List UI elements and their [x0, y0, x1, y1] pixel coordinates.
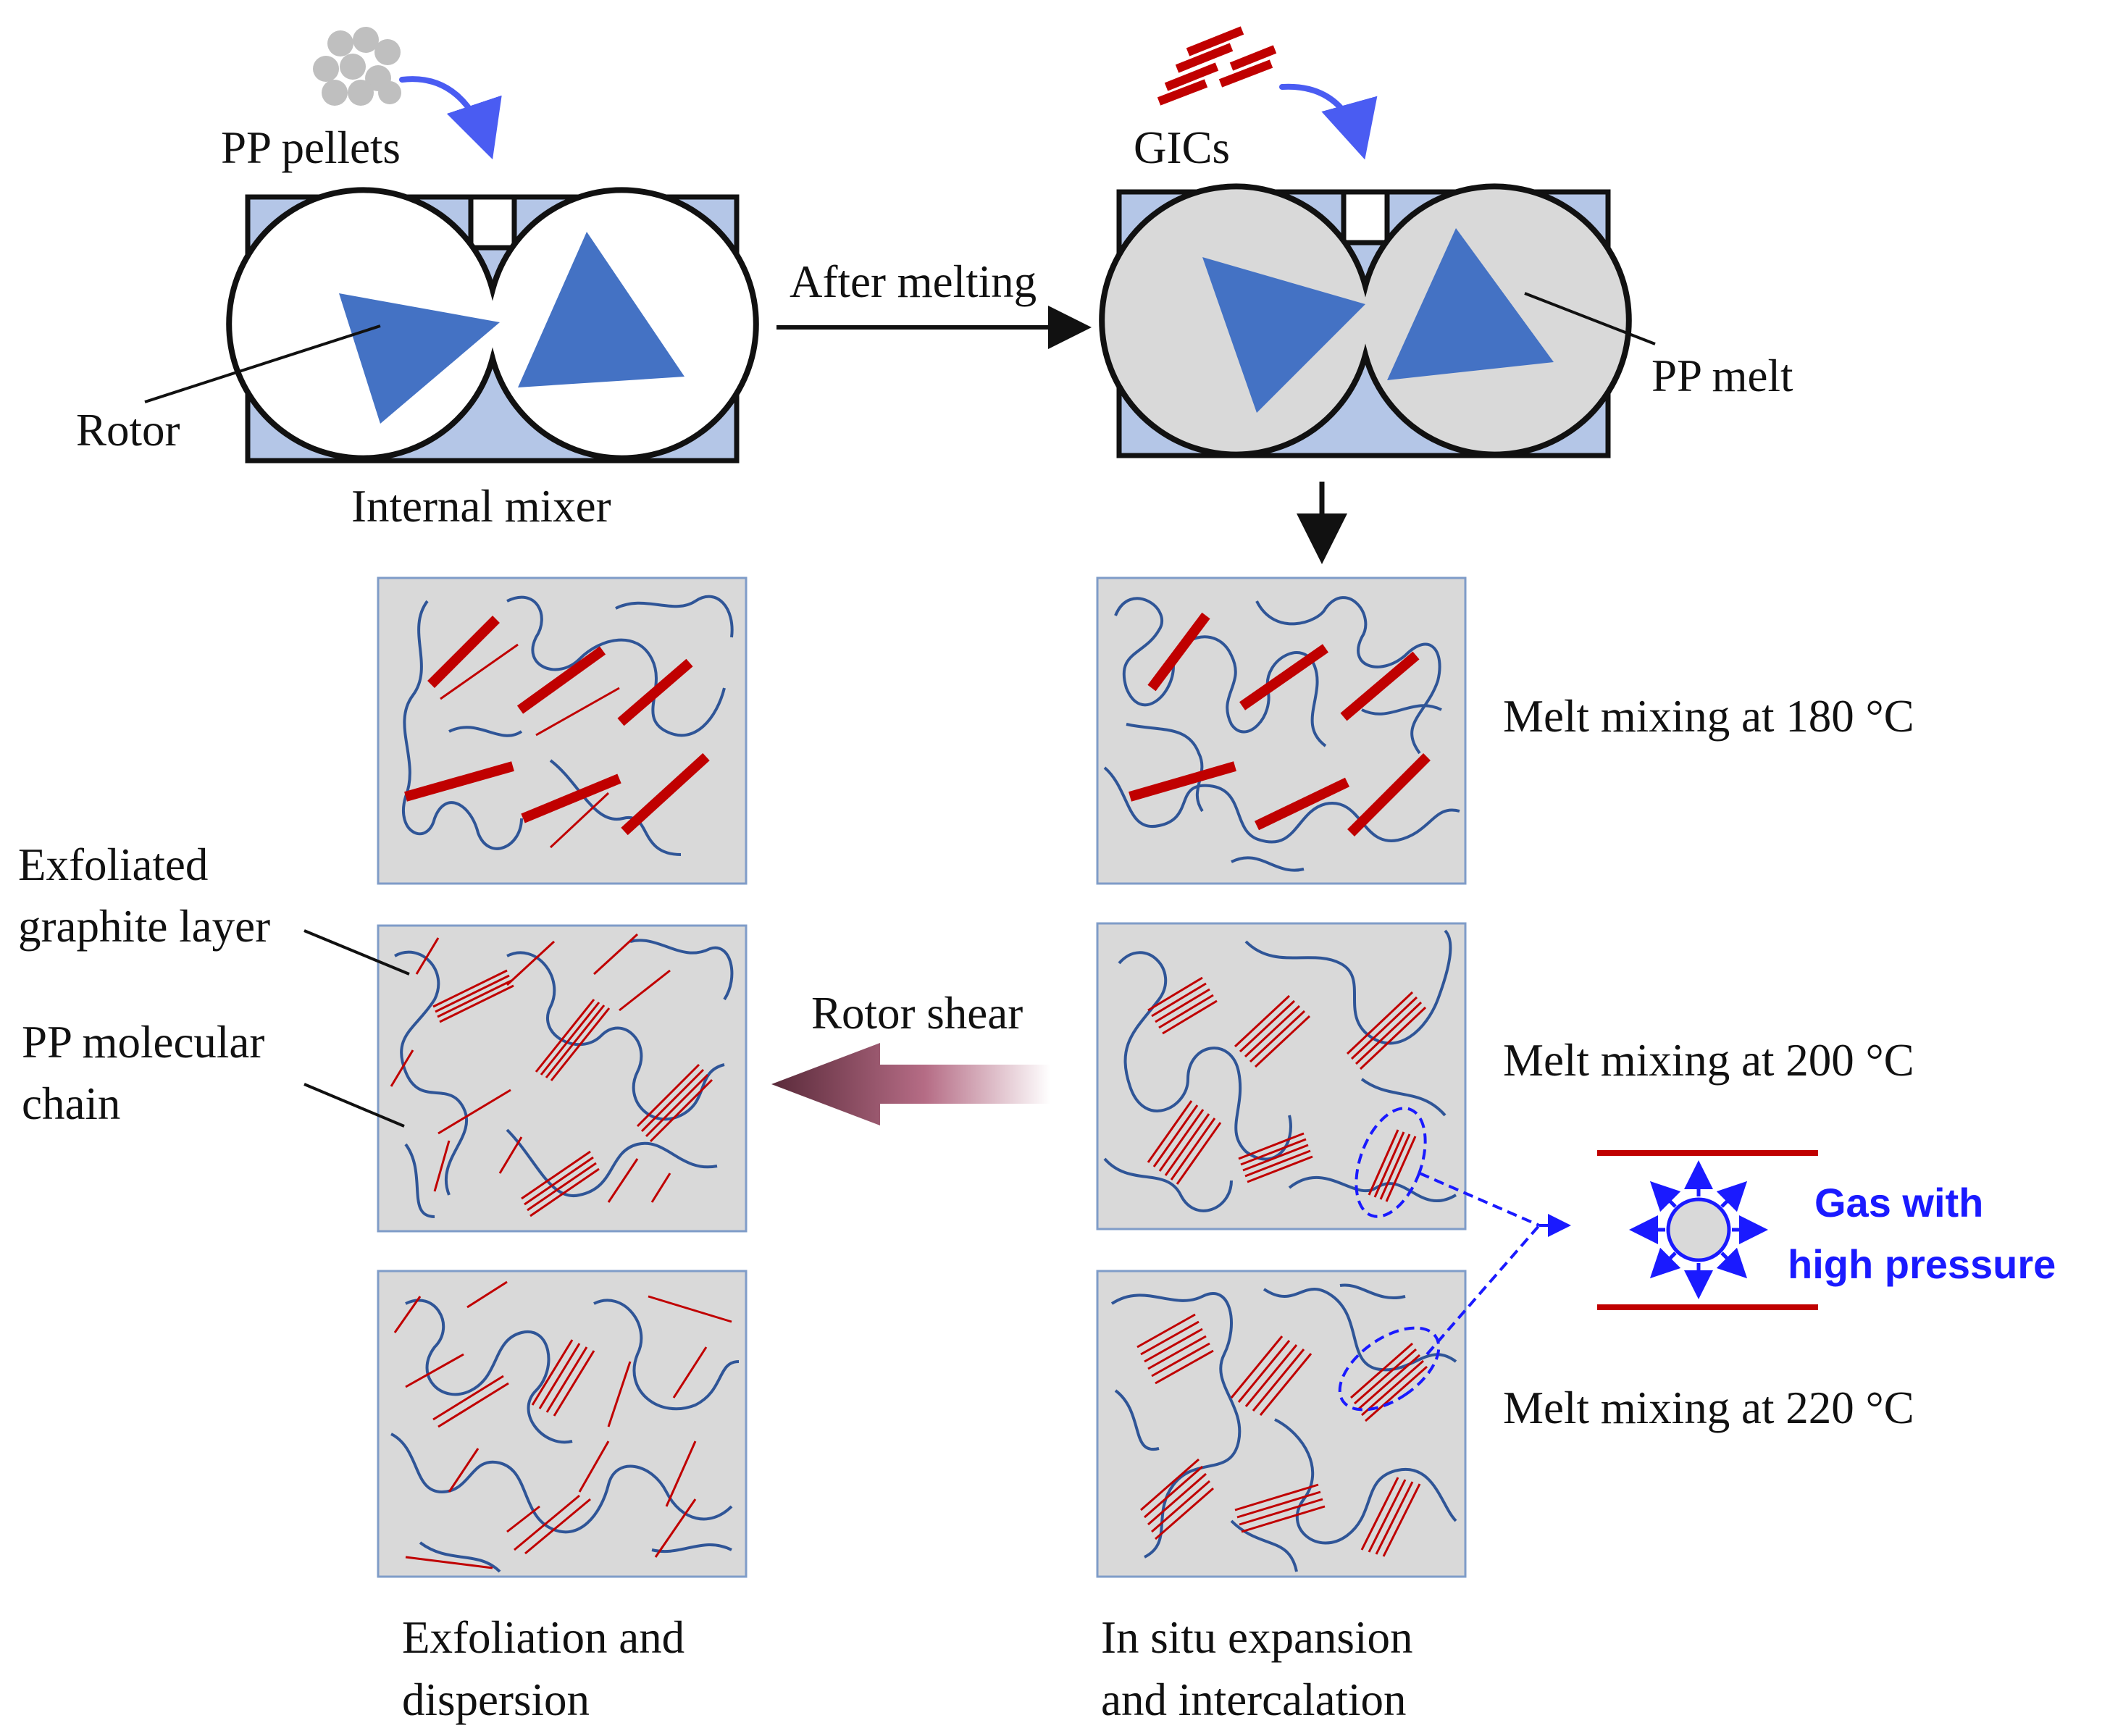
exfoliation-dispersion-line2: dispersion [402, 1674, 590, 1725]
pp-pellets-label: PP pellets [221, 122, 401, 173]
exfoliated-label-line1: Exfoliated [18, 839, 208, 890]
gics-feed-arrow [1279, 83, 1378, 160]
exfoliated-pointer [303, 929, 410, 976]
panel-200 [1096, 922, 1467, 1230]
panel-left-2 [377, 924, 748, 1233]
panel-left-3 [377, 1270, 748, 1578]
internal-mixer-right [1099, 183, 1632, 458]
pp-melt-label: PP melt [1651, 351, 1793, 401]
panel-left-1 [377, 576, 748, 885]
rotor-left-melt-icon [1202, 257, 1365, 413]
rotor-right-melt-icon [1387, 228, 1554, 380]
melt-220-label: Melt mixing at 220 °C [1503, 1383, 1914, 1433]
exfoliated-label-line2: graphite layer [18, 901, 270, 952]
gas-label-line1: Gas with [1814, 1180, 1983, 1225]
exfoliation-dispersion-line1: Exfoliation and [402, 1612, 685, 1663]
pp-chain-pointer [303, 1083, 405, 1128]
gas-bubble-icon [1597, 1150, 1818, 1310]
internal-mixer-left [226, 187, 759, 464]
pellet-feed-arrow [399, 76, 502, 160]
after-melting-label: After melting [790, 256, 1037, 307]
pp-chain-label-line2: chain [22, 1078, 120, 1129]
melt-180-label: Melt mixing at 180 °C [1503, 691, 1914, 742]
internal-mixer-label: Internal mixer [351, 481, 611, 532]
insitu-line2: and intercalation [1101, 1674, 1407, 1725]
rotor-shear-arrow [771, 1043, 1050, 1125]
gas-label-line2: high pressure [1788, 1241, 2056, 1287]
panel-180 [1096, 576, 1467, 885]
gics-icon [1157, 26, 1277, 106]
gas-connectors [1419, 1172, 1571, 1356]
pp-chain-label-line1: PP molecular [22, 1017, 264, 1068]
panel-220 [1096, 1270, 1467, 1578]
pp-pellets-icon [313, 27, 401, 106]
gics-label: GICs [1134, 122, 1230, 173]
highlight-ellipse-220 [1338, 1326, 1441, 1412]
highlight-ellipse-200 [1355, 1107, 1427, 1218]
melt-200-label: Melt mixing at 200 °C [1503, 1035, 1914, 1086]
rotor-shear-label: Rotor shear [811, 988, 1023, 1039]
rotor-pointer [144, 324, 381, 403]
rotor-right-icon [518, 232, 685, 387]
insitu-line1: In situ expansion [1101, 1612, 1412, 1663]
pp-melt-pointer [1524, 292, 1656, 345]
rotor-label: Rotor [76, 405, 180, 456]
